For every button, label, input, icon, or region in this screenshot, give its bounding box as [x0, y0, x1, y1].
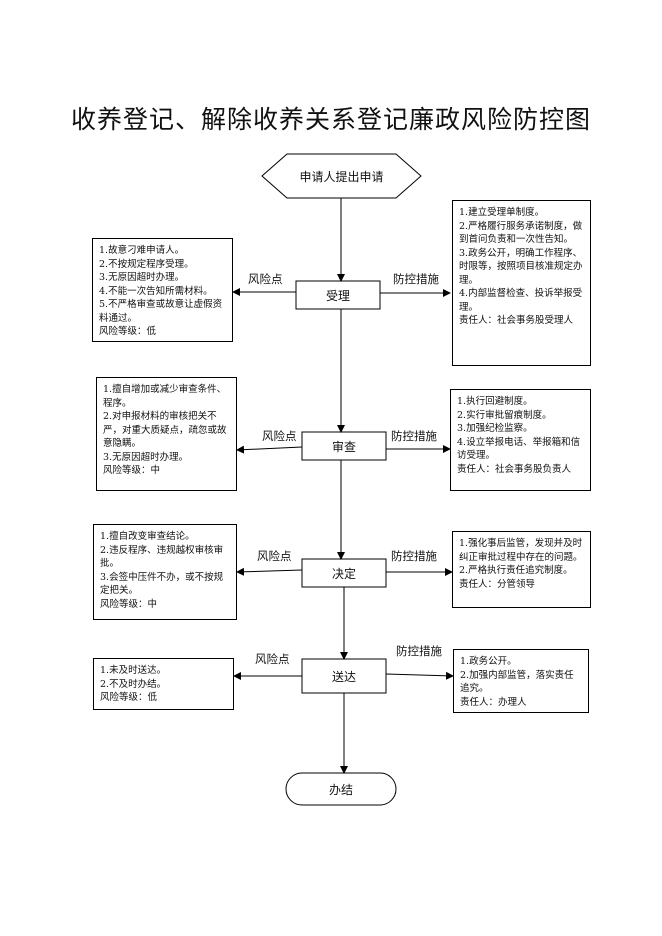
step-review: 审查: [331, 439, 356, 454]
risk-box-decision: 1.擅自改变审查结论。 2.违反程序、违规越权审核审批。 3.会签中压件不办，或…: [93, 524, 237, 620]
step-box-shape: [295, 280, 381, 310]
control-owner: 责任人：社会事务股负责人: [457, 463, 572, 475]
risk-item: 3.无原因超时办理。: [99, 272, 185, 283]
risk-item: 3.会签中压件不办，或不按规定把关。: [100, 571, 224, 597]
control-item: 1.执行回避制度。: [457, 396, 533, 407]
control-label: 防控措施: [396, 644, 442, 658]
risk-item: 2.不及时办结。: [100, 678, 167, 690]
risk-label: 风险点: [257, 549, 292, 563]
control-item: 4.设立举报电话、举报箱和信访受理。: [457, 436, 581, 462]
control-item: 1.建立受理单制度。: [459, 207, 545, 218]
start-node: 申请人提出申请: [299, 169, 384, 184]
control-box-delivery: 1.政务公开。 2.加强内部监管，落实责任追究。 责任人：办理人: [453, 649, 589, 713]
control-item: 4.内部监督检查、投诉举报受理。: [459, 288, 583, 313]
risk-level: 风险等级：中: [100, 598, 158, 610]
control-item: 2.加强内部监管，落实责任追究。: [460, 669, 574, 695]
risk-level: 风险等级：中: [103, 465, 161, 476]
control-arrow: [385, 671, 454, 680]
risk-item: 3.无原因超时办理。: [103, 451, 189, 463]
control-label: 防控措施: [391, 549, 437, 563]
risk-arrow: [236, 445, 303, 454]
risk-arrow: [236, 567, 303, 576]
control-owner: 责任人：社会事务股受理人: [459, 315, 574, 326]
risk-item: 4.不能一次告知所需材料。: [99, 285, 213, 297]
risk-item: 1.故意刁难申请人。: [99, 245, 185, 256]
risk-item: 5.不严格审查或故意让虚假资料通过。: [99, 299, 223, 324]
control-item: 1.强化事后监管，发现并及时纠正审批过程中存在的问题。: [459, 538, 583, 563]
control-item: 1.政务公开。: [460, 656, 517, 667]
risk-box-review: 1.擅自增加或减少审查条件、程序。 2.对申报材料的审核把关不严，对重大质疑点，…: [96, 377, 237, 491]
risk-label: 风险点: [255, 652, 290, 666]
step-decision: 决定: [331, 566, 356, 581]
control-box-accept: 1.建立受理单制度。 2.严格履行服务承诺制度，做到首问负责和一次性告知。 3.…: [452, 200, 591, 366]
risk-item: 2.违反程序、违规越权审核审批。: [100, 544, 224, 570]
risk-item: 2.对申报材料的审核把关不严，对重大质疑点，疏忽或故意隐瞒。: [103, 411, 227, 449]
risk-item: 1.未及时送达。: [100, 665, 167, 676]
start-node-shape: [261, 153, 422, 199]
control-label: 防控措施: [391, 429, 437, 443]
control-box-decision: 1.强化事后监管，发现并及时纠正审批过程中存在的问题。 2.严格执行责任追究制度…: [452, 531, 591, 608]
step-accept: 受理: [325, 288, 350, 303]
risk-label: 风险点: [262, 429, 297, 443]
risk-item: 1.擅自改变审查结论。: [100, 531, 195, 542]
risk-item: 1.擅自增加或减少审查条件、程序。: [103, 384, 227, 409]
control-owner: 责任人：分管领导: [459, 578, 536, 590]
end-node: 办结: [328, 782, 353, 797]
control-item: 3.加强纪检监察。: [457, 423, 533, 434]
risk-level: 风险等级：低: [99, 326, 157, 337]
risk-label: 风险点: [248, 272, 283, 286]
control-item: 2.严格履行服务承诺制度，做到首问负责和一次性告知。: [459, 220, 583, 246]
step-delivery: 送达: [331, 669, 356, 684]
risk-box-accept: 1.故意刁难申请人。 2.不按规定程序受理。 3.无原因超时办理。 4.不能一次…: [92, 238, 233, 342]
risk-item: 2.不按规定程序受理。: [99, 258, 194, 270]
control-item: 3.政务公开，明确工作程序、时限等，按照项目核准规定办理。: [459, 247, 583, 286]
control-box-review: 1.执行回避制度。 2.实行审批留痕制度。 3.加强纪检监察。 4.设立举报电话…: [450, 389, 591, 491]
control-item: 2.严格执行责任追究制度。: [459, 565, 573, 576]
control-label: 防控措施: [393, 272, 439, 286]
control-owner: 责任人：办理人: [460, 696, 527, 708]
control-item: 2.实行审批留痕制度。: [457, 409, 552, 421]
risk-box-delivery: 1.未及时送达。 2.不及时办结。 风险等级：低: [93, 658, 234, 710]
risk-level: 风险等级：低: [100, 692, 158, 703]
page-title: 收养登记、解除收养关系登记廉政风险防控图: [70, 105, 591, 134]
